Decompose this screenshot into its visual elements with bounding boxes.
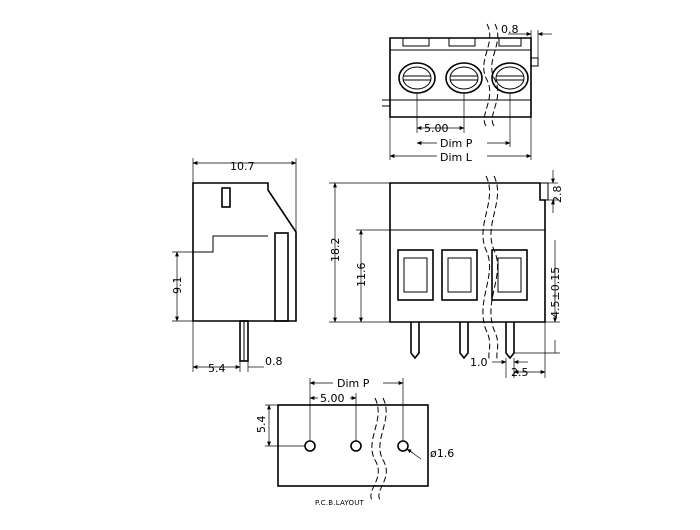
top-dim-length: Dim L xyxy=(440,151,473,164)
front-dim-body-height: 11.6 xyxy=(355,263,368,288)
pcb-dim-hole: ø1.6 xyxy=(430,447,454,460)
pcb-hole-3 xyxy=(397,440,409,452)
side-view: 10.7 9.1 5.4 0.8 xyxy=(171,158,297,375)
pcb-outline xyxy=(277,404,429,487)
pcb-hole-1 xyxy=(304,440,316,452)
top-dim-thickness: 0.8 xyxy=(501,23,519,36)
pcb-hole-2 xyxy=(350,440,362,452)
side-dim-height-low: 9.1 xyxy=(171,277,184,295)
front-dim-top-step: 2.8 xyxy=(551,186,564,204)
front-dim-pin-length: 4.5±0.15 xyxy=(549,267,562,318)
wire-entry-2 xyxy=(441,249,478,301)
pcb-dim-offset: 5.4 xyxy=(255,416,268,434)
pcb-layout: Dim P 5.00 5.4 ø1.6 P.C.B.LAYOUT xyxy=(255,376,454,507)
wire-entry-3 xyxy=(491,249,528,301)
top-view: 0.8 5.00 Dim P Dim L xyxy=(382,23,552,164)
side-dim-pin-offset: 5.4 xyxy=(208,362,226,375)
screw-1 xyxy=(398,62,436,94)
top-dim-pitch: Dim P xyxy=(440,137,473,150)
pcb-dim-pitch: Dim P xyxy=(337,377,370,390)
front-dim-total-height: 18.2 xyxy=(329,238,342,263)
top-dim-pitch-small: 5.00 xyxy=(424,122,449,135)
pcb-dim-pitch-small: 5.00 xyxy=(320,392,345,405)
front-dim-pin-size: 1.0 xyxy=(470,356,488,369)
front-view: 18.2 11.6 2.8 4.5±0.15 1.0 2.5 xyxy=(329,170,564,379)
wire-entry-1 xyxy=(397,249,434,301)
front-dim-pin-to-edge: 2.5 xyxy=(511,366,529,379)
side-dim-pin-width: 0.8 xyxy=(265,355,283,368)
screw-2 xyxy=(445,62,483,94)
pcb-caption: P.C.B.LAYOUT xyxy=(315,499,365,507)
side-dim-width: 10.7 xyxy=(230,160,255,173)
front-view-body xyxy=(389,182,546,323)
